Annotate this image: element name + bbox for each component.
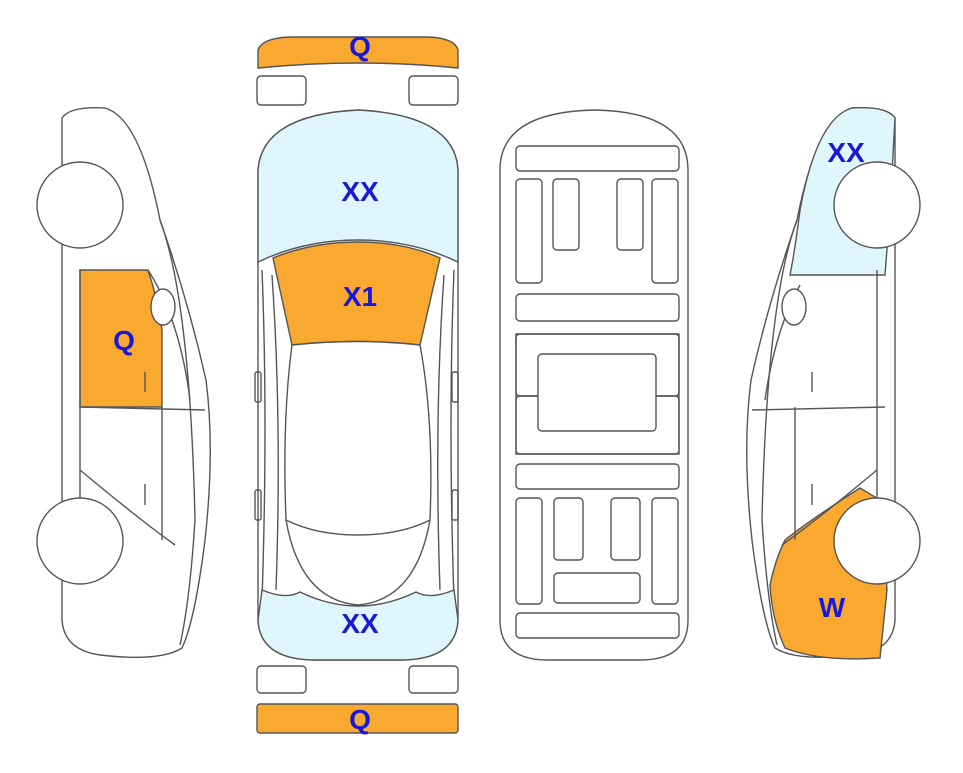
rear-deck-line (285, 519, 431, 606)
right-mirror (451, 371, 459, 403)
underside-view-car (499, 109, 689, 661)
front-bumper-label: Q (349, 31, 371, 62)
left-door-line (79, 270, 176, 546)
left-side-view-car (36, 107, 211, 659)
left-door-label: Q (113, 325, 135, 356)
rear-left-light (256, 665, 307, 694)
front-bumper-panel[interactable] (257, 36, 459, 69)
left-side-lines (261, 269, 279, 601)
right-body-curve (761, 219, 798, 646)
rear-bumper-panel[interactable] (256, 703, 459, 734)
front-right-light (408, 75, 459, 106)
left-body-curve (159, 219, 196, 646)
right-rear-wheel (833, 497, 921, 585)
rear-right-light (408, 665, 459, 694)
windshield-panel[interactable] (257, 109, 459, 264)
right-front-wheel (833, 161, 921, 249)
rear-bumper-label: Q (349, 704, 371, 735)
right-mirror-shape (781, 288, 807, 326)
left-rear-wheel (36, 497, 124, 585)
top-view-car (254, 36, 459, 734)
roof-outline (284, 340, 432, 536)
right-quarter-label: W (819, 592, 846, 623)
right-handle (451, 489, 459, 521)
right-side-view-car (746, 107, 921, 660)
rear-glass-panel[interactable] (257, 589, 459, 661)
right-side-lines (437, 269, 455, 601)
left-mirror (254, 371, 262, 403)
left-handle (254, 489, 262, 521)
left-window-line (79, 269, 206, 411)
left-mirror-shape (150, 288, 176, 326)
windshield-label: XX (341, 176, 379, 207)
right-glass-label: XX (827, 137, 865, 168)
front-left-light (256, 75, 307, 106)
right-door-line (781, 270, 878, 546)
hood-label: X1 (343, 281, 377, 312)
rear-glass-label: XX (341, 608, 379, 639)
left-front-wheel (36, 161, 124, 249)
